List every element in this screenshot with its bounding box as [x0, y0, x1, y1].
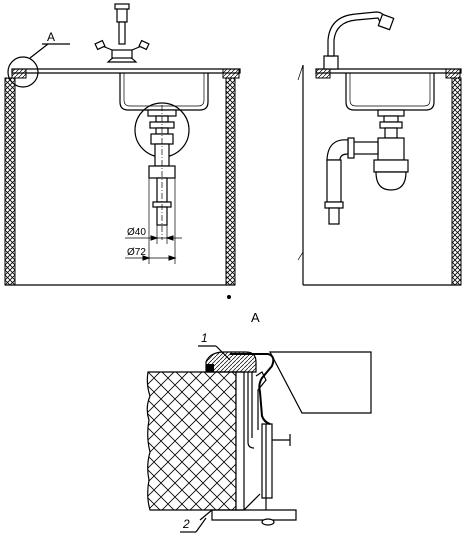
detail-a-circle [7, 56, 39, 88]
detail-seal [205, 351, 257, 373]
detail-countertop [269, 351, 372, 414]
dimension-trap: Ø72 [125, 178, 177, 264]
callout-2-label: 2 [182, 517, 190, 531]
sink-bowl-inner [123, 73, 205, 107]
swan-neck-tap [323, 11, 395, 70]
detail-sink-edge [230, 353, 275, 425]
right-cabinet-wall [451, 77, 462, 286]
dimension-outlet: Ø40 [125, 225, 182, 244]
detail-base-plate [211, 509, 297, 521]
detail-marker-label: A [47, 30, 55, 44]
detail-a-leader [29, 43, 49, 59]
sink-bowl [119, 73, 209, 111]
detail-title: A [251, 310, 260, 325]
corner-mark [227, 295, 231, 299]
mixer-tap [94, 3, 150, 63]
rim-edge-left [11, 68, 27, 79]
cabinet-left-wall [4, 77, 16, 286]
detail-bracket [261, 423, 273, 499]
left-view: A Ø40 [4, 3, 241, 299]
sink-rim [11, 68, 241, 74]
callout-1-label: 1 [201, 331, 208, 345]
detail-insulation-block [146, 371, 237, 511]
right-sink-bowl [345, 73, 435, 111]
right-view [297, 11, 462, 286]
detail-a-view: A 1 2 [146, 310, 372, 533]
waste-assembly [147, 105, 177, 240]
dim-outlet-label: Ø40 [127, 227, 146, 238]
rim-edge-right [222, 68, 240, 79]
siphon [324, 109, 409, 225]
cabinet-right-wall [225, 77, 236, 286]
dim-trap-label: Ø72 [127, 247, 146, 258]
